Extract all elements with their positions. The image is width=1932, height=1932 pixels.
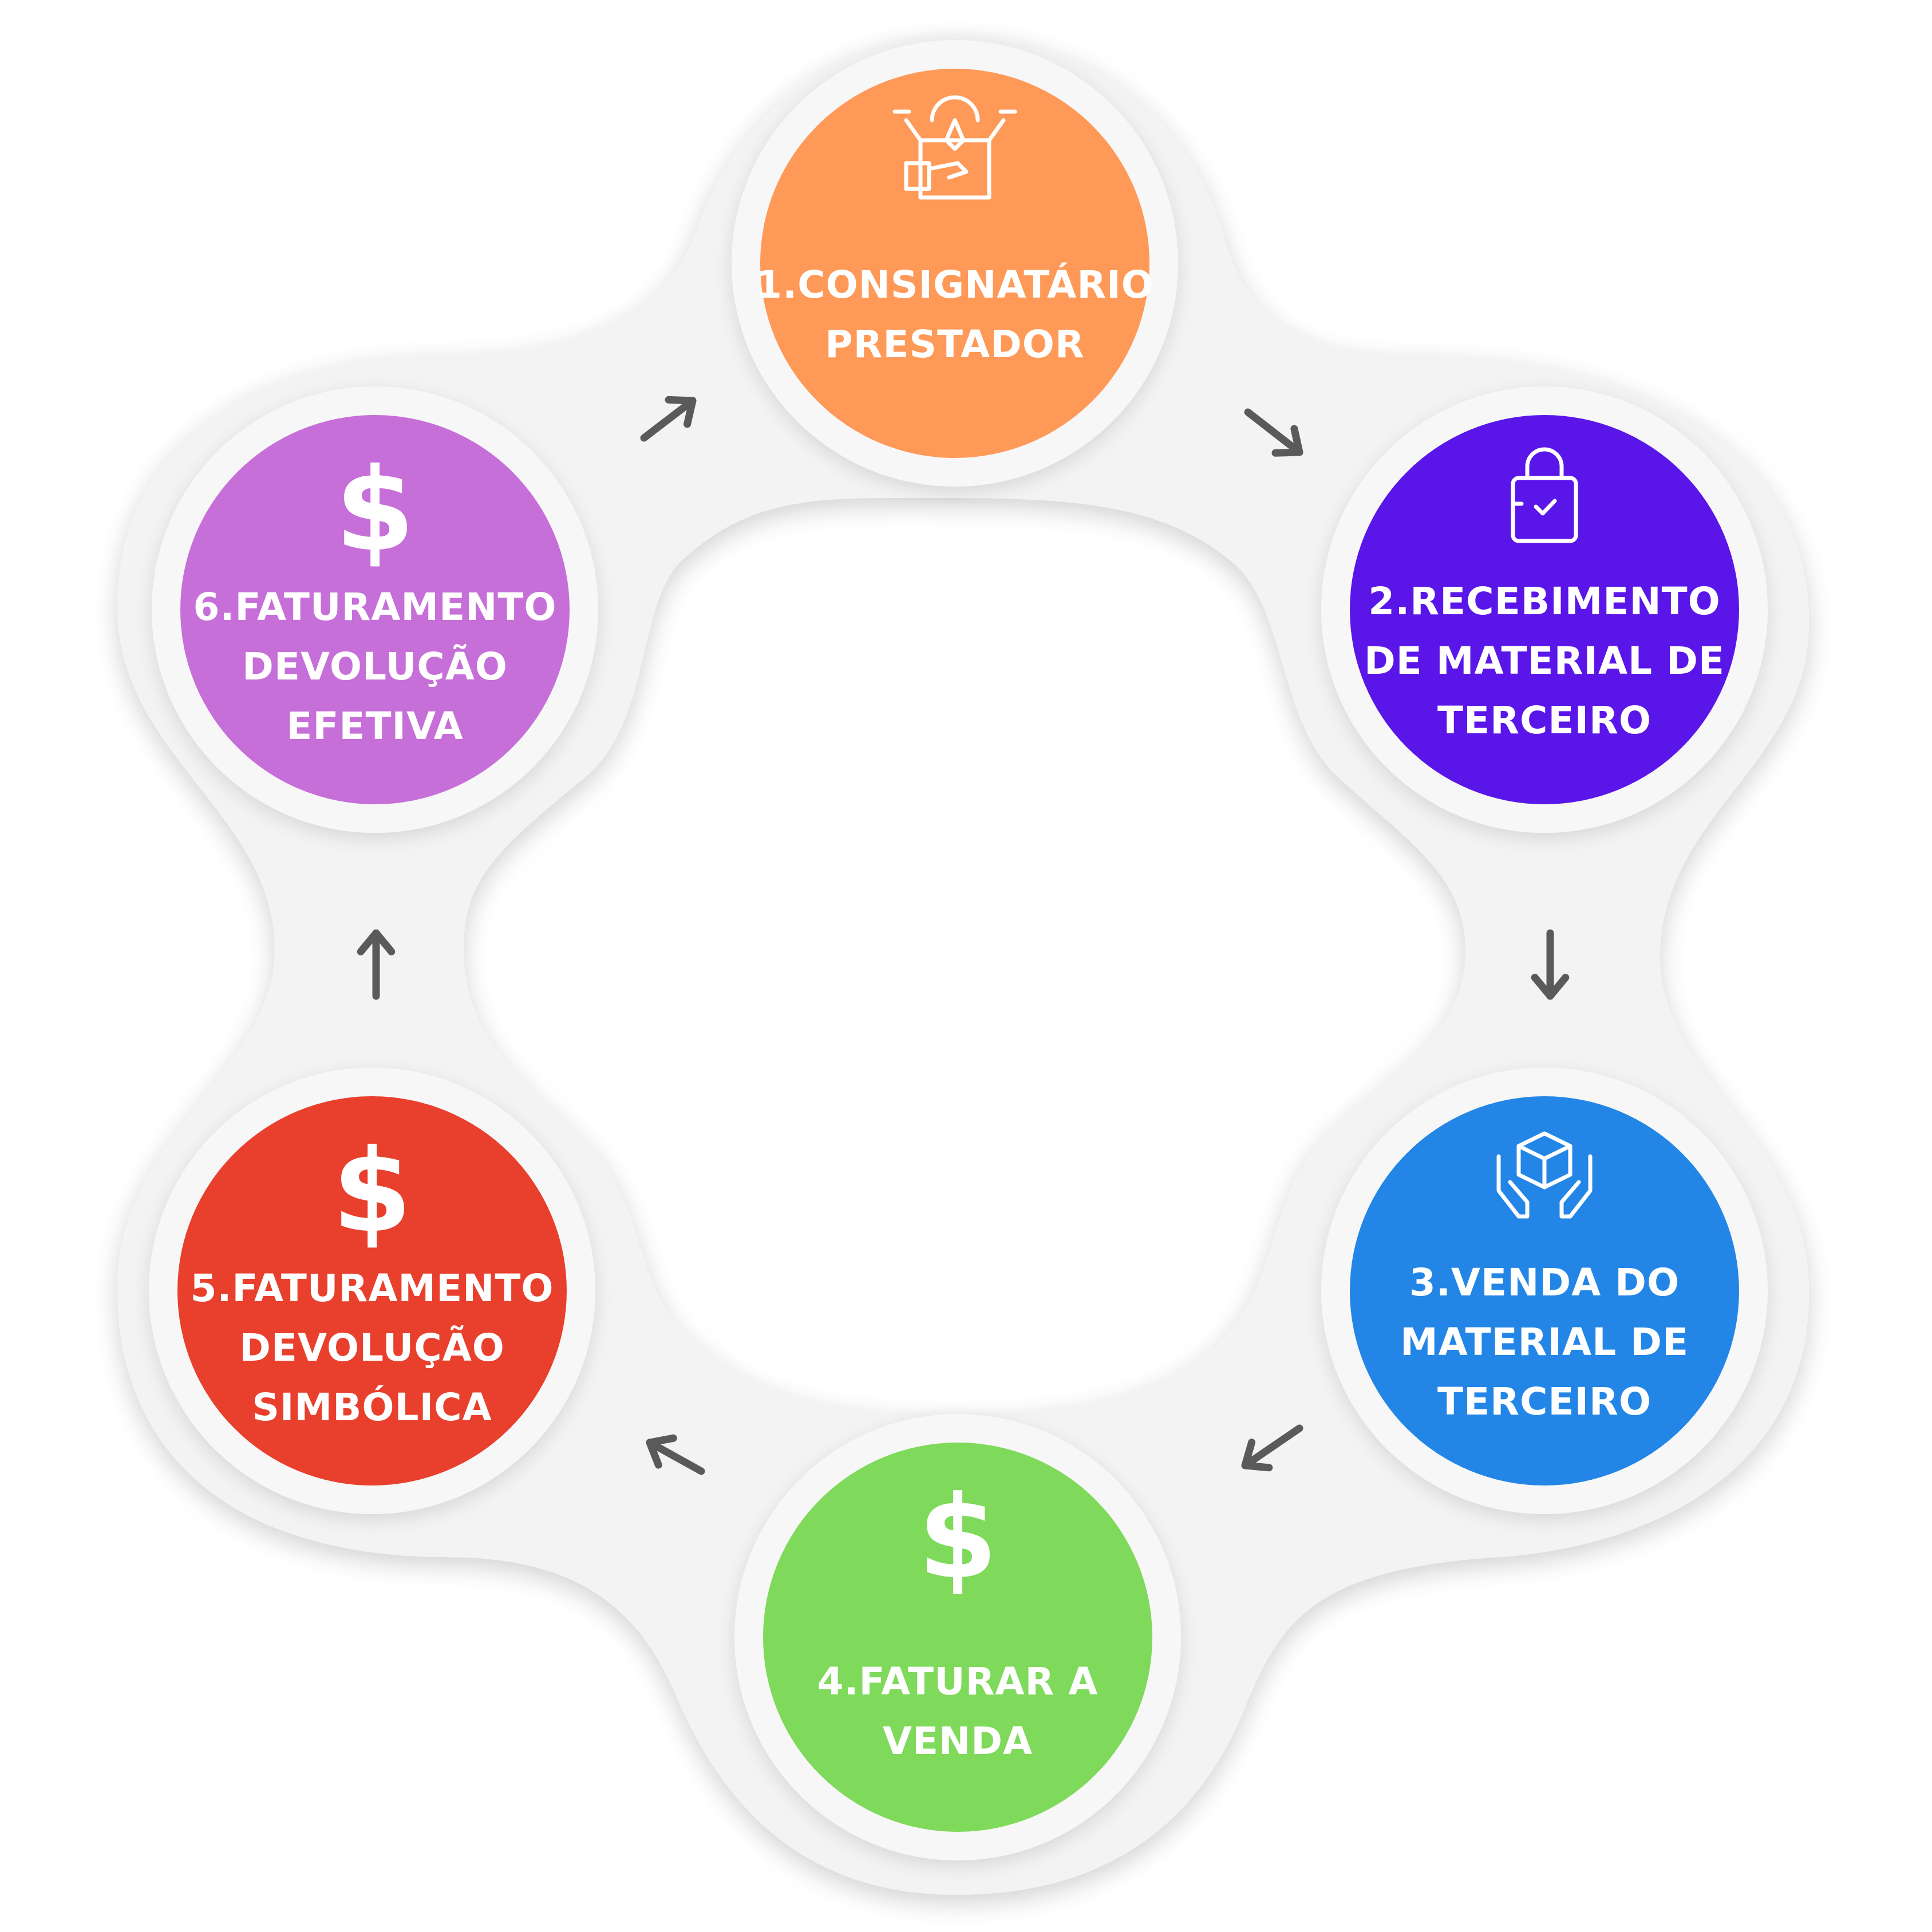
nodes-layer: $ $ $: [149, 40, 1768, 1860]
shopping-bag-check-icon: [1511, 447, 1578, 543]
arrow-up-icon: [357, 929, 396, 1000]
step-node-4: $: [734, 1414, 1181, 1860]
step-circle: [177, 1096, 567, 1485]
step-circle: [760, 69, 1149, 458]
step-label-1: 1.CONSIGNATÁRIO PRESTADOR: [754, 218, 1155, 412]
svg-text:$: $: [332, 1125, 412, 1258]
arrows-layer: [357, 396, 1570, 1475]
arrow-down-left-icon: [1241, 1424, 1303, 1472]
dollar-icon: $: [332, 1125, 412, 1258]
step-label-4: 4.FATURAR A VENDA: [757, 1614, 1158, 1809]
step-circle: [763, 1443, 1152, 1832]
step-label-line: MATERIAL DE: [1400, 1320, 1689, 1364]
step-label-line: EFETIVA: [286, 704, 464, 748]
dollar-icon: $: [918, 1471, 997, 1605]
step-node-2: [1321, 386, 1768, 833]
step-node-6: $: [152, 386, 598, 833]
step-label-2: 2.RECEBIMENTO DE MATERIAL DE TERCEIRO: [1344, 564, 1745, 758]
step-node-1: [732, 40, 1178, 487]
step-circle: [180, 415, 570, 804]
step-node-5: $: [149, 1068, 595, 1514]
step-circle: [1350, 415, 1739, 804]
step-label-line: TERCEIRO: [1437, 698, 1652, 742]
arrow-up-right-icon: [640, 396, 697, 442]
dollar-icon: $: [335, 444, 414, 577]
step-label-line: TERCEIRO: [1437, 1380, 1652, 1424]
step-node-3: [1321, 1068, 1768, 1514]
svg-text:$: $: [918, 1471, 997, 1605]
step-label-line: 3.VENDA DO: [1409, 1261, 1680, 1305]
step-label-5: 5.FATURAMENTO DEVOLUÇÃO SIMBÓLICA: [172, 1251, 572, 1445]
consignment-box-icon: [892, 95, 1017, 200]
step-label-line: VENDA: [882, 1719, 1033, 1763]
step-label-line: DEVOLUÇÃO: [242, 645, 508, 689]
step-label-line: DE MATERIAL DE: [1364, 639, 1725, 683]
step-label-line: SIMBÓLICA: [252, 1385, 492, 1429]
arrow-down-icon: [1531, 929, 1570, 1000]
step-label-line: 5.FATURAMENTO: [190, 1266, 554, 1310]
step-label-line: 6.FATURAMENTO: [193, 585, 557, 629]
arrow-down-right-icon: [1244, 408, 1303, 457]
step-label-6: 6.FATURAMENTO DEVOLUÇÃO EFETIVA: [175, 570, 575, 764]
step-circle: [1350, 1096, 1739, 1485]
step-label-line: 2.RECEBIMENTO: [1368, 579, 1721, 623]
step-label-line: PRESTADOR: [825, 322, 1085, 366]
step-label-3: 3.VENDA DO MATERIAL DE TERCEIRO: [1344, 1245, 1745, 1440]
arrow-up-left-icon: [646, 1434, 705, 1475]
step-label-line: 4.FATURAR A: [817, 1660, 1099, 1704]
step-label-line: DEVOLUÇÃO: [239, 1326, 505, 1370]
hands-holding-box-icon: [1496, 1131, 1593, 1219]
svg-text:$: $: [335, 444, 414, 577]
step-label-line: 1.CONSIGNATÁRIO: [756, 263, 1154, 307]
